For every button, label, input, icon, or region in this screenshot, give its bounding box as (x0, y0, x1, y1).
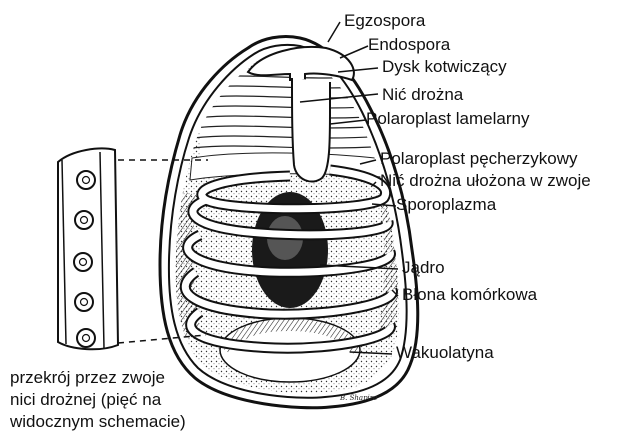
polar-tube-straight (292, 78, 330, 182)
label-cell-membrane: Błona komórkowa (402, 285, 538, 304)
label-polar-tube: Nić drożna (382, 85, 464, 104)
artist-signature: B. Shapiro (339, 394, 377, 402)
coil-section-4 (75, 293, 93, 311)
label-vacuole: Wakuolatyna (396, 343, 494, 362)
label-coiled-tube: Nić drożna ułożona w zwoje (380, 171, 591, 190)
label-lamellar-polaroplast: Polaroplast lamelarny (366, 109, 530, 128)
coil-section-5 (77, 329, 95, 347)
coil-section-2 (75, 211, 93, 229)
coil-section-3 (74, 253, 92, 271)
label-egzospora: Egzospora (344, 11, 426, 30)
label-anchoring-disc: Dysk kotwiczący (382, 57, 507, 76)
label-nucleus: Jądro (402, 258, 445, 277)
tube-cross-section-inset (58, 149, 118, 350)
label-endospora: Endospora (368, 35, 451, 54)
label-vesicular-polaroplast: Polaroplast pęcherzykowy (380, 149, 578, 168)
caption-line-3: widocznym schemacie) (9, 412, 186, 431)
caption-line-2: nici drożnej (pięć na (10, 390, 162, 409)
label-sporoplasm: Sporoplazma (396, 195, 497, 214)
coil-section-1 (77, 171, 95, 189)
caption-line-1: przekrój przez zwoje (10, 368, 165, 387)
